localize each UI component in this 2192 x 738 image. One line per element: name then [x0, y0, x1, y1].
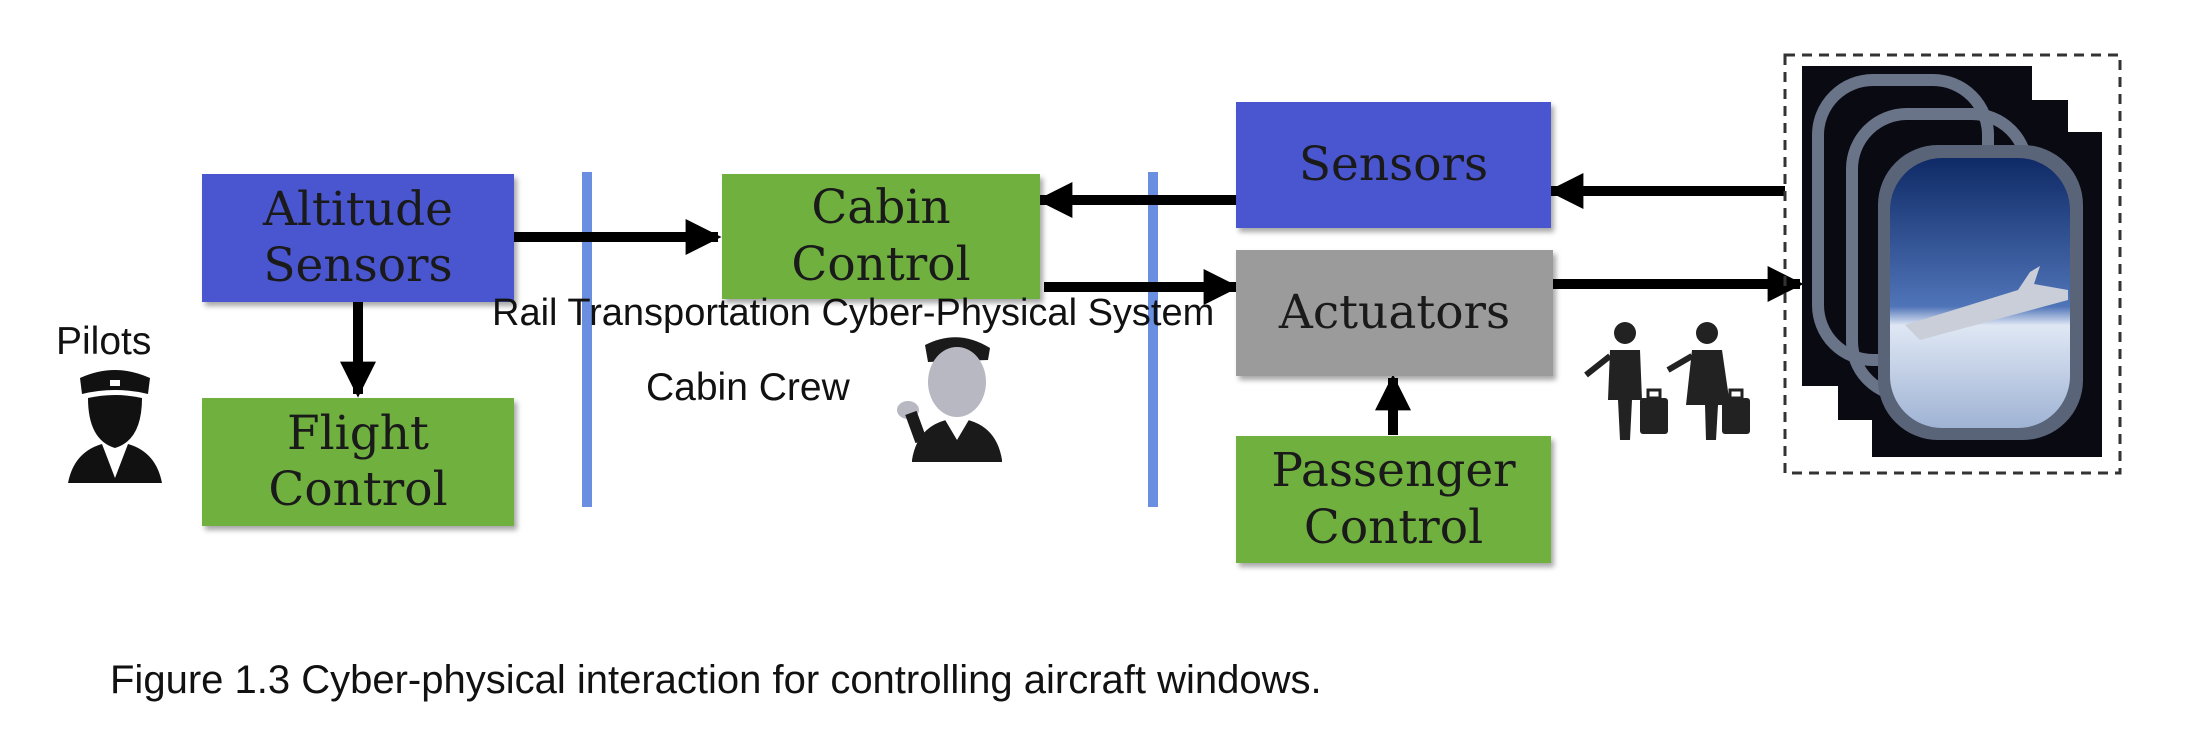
figure-caption: Figure 1.3 Cyber-physical interaction fo… [110, 658, 1322, 702]
passenger-control-label: Passenger Control [1271, 443, 1516, 555]
cabin-control-label: Cabin Control [791, 180, 971, 292]
aircraft-windows-image [1783, 53, 2122, 475]
sensors-label: Sensors [1298, 136, 1489, 192]
sensors-block: Sensors [1236, 102, 1551, 228]
cabin-control-block: Cabin Control [722, 174, 1040, 299]
passenger-icon-female [1666, 322, 1750, 440]
overlay-system-label: Rail Transportation Cyber-Physical Syste… [492, 292, 1215, 334]
flight-control-label: Flight Control [268, 405, 448, 517]
altitude-sensors-label: Altitude Sensors [263, 181, 453, 293]
cabin-crew-icon [897, 337, 1002, 462]
passenger-icon-male [1584, 322, 1668, 440]
passenger-control-block: Passenger Control [1236, 436, 1551, 563]
actuators-block: Actuators [1236, 250, 1553, 376]
pilots-label: Pilots [56, 320, 152, 363]
flight-control-block: Flight Control [202, 398, 514, 526]
pilot-icon [68, 370, 162, 483]
actuators-label: Actuators [1278, 284, 1511, 340]
cabin-crew-label: Cabin Crew [646, 366, 850, 409]
boundary-divider-left [582, 172, 592, 507]
altitude-sensors-block: Altitude Sensors [202, 174, 514, 302]
boundary-divider-right [1148, 172, 1158, 507]
